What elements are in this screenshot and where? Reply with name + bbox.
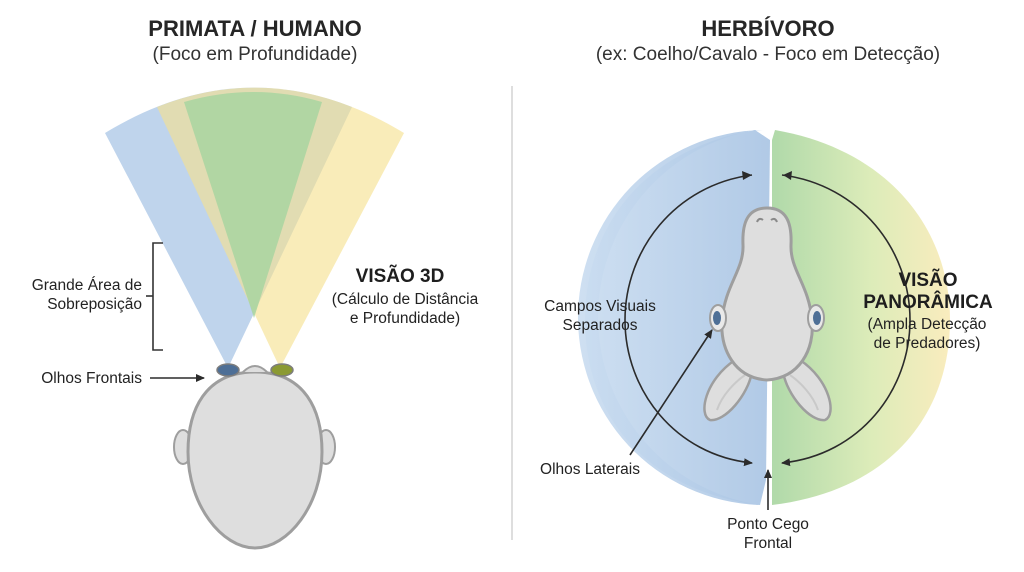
primate-title: PRIMATA / HUMANO	[148, 16, 362, 41]
panoramic-desc-line1: (Ampla Detecção	[867, 316, 987, 333]
primate-subtitle: (Foco em Profundidade)	[152, 44, 358, 65]
panoramic-title-line1: VISÃO	[898, 270, 958, 291]
separate-fields-label: Campos Visuais Separados	[525, 297, 675, 335]
front-eyes-label: Olhos Frontais	[41, 370, 142, 387]
blind-spot-line2: Frontal	[743, 535, 793, 552]
overlap-label-line1: Grande Área de	[31, 277, 142, 294]
lateral-eyes-label: Olhos Laterais	[540, 461, 640, 478]
blind-spot-label: Ponto Cego Frontal	[708, 515, 828, 553]
blind-spot-line1: Ponto Cego	[727, 516, 809, 533]
separate-fields-line1: Campos Visuais	[544, 298, 656, 315]
separate-fields-line2: Separados	[562, 317, 638, 334]
vision-3d-title: VISÃO 3D	[355, 266, 445, 287]
herbivore-subtitle: (ex: Coelho/Cavalo - Foco em Detecção)	[595, 44, 941, 65]
overlap-label-line2: Sobreposição	[47, 296, 142, 313]
overlap-label: Grande Área de Sobreposição	[0, 276, 142, 314]
panoramic-desc: (Ampla Detecção de Predadores)	[862, 315, 992, 353]
overlap-bracket	[146, 242, 163, 351]
lateral-eyes-arrow	[629, 329, 713, 456]
panoramic-title: VISÃO PANORÂMICA	[858, 270, 998, 314]
human-head	[173, 363, 336, 550]
herbivore-title: HERBÍVORO	[701, 16, 835, 41]
herbivore-head	[703, 206, 832, 422]
overlap-field	[184, 92, 322, 318]
panoramic-title-line2: PANORÂMICA	[863, 292, 993, 313]
vision-3d-desc-line1: (Cálculo de Distância	[331, 291, 479, 308]
vision-3d-desc: (Cálculo de Distância e Profundidade)	[325, 290, 485, 328]
panoramic-desc-line2: de Predadores)	[873, 335, 981, 352]
left-eye	[216, 363, 240, 377]
primate-vision-cones	[105, 87, 404, 369]
vision-3d-desc-line2: e Profundidade)	[349, 310, 461, 327]
field-arrows	[624, 174, 911, 467]
right-eye	[270, 363, 294, 377]
